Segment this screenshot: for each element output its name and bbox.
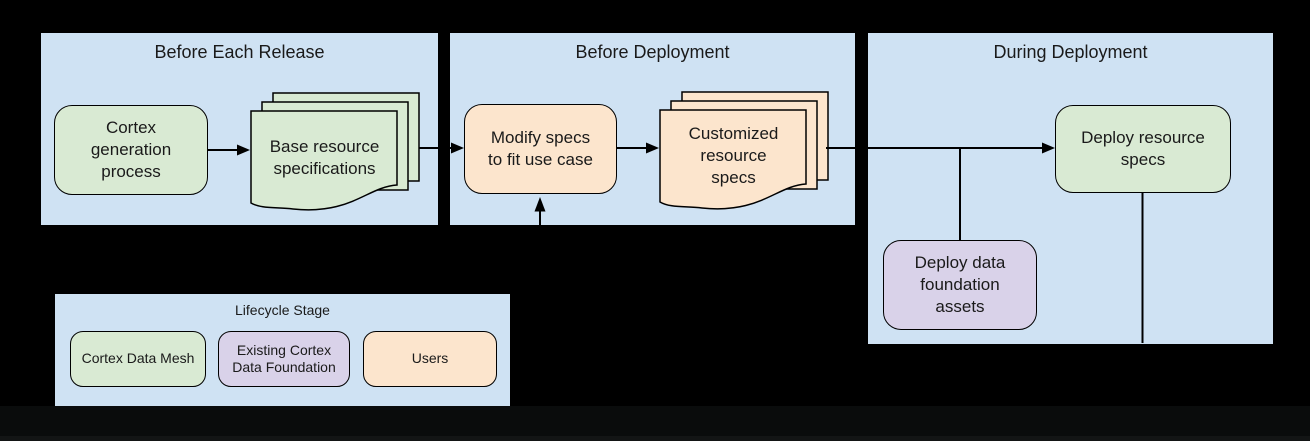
legend-item-existing-cortex-data-foundation: Existing Cortex Data Foundation — [218, 331, 350, 387]
node-deploy-resource-specs: Deploy resource specs — [1055, 105, 1231, 193]
legend-lifecycle-stage: Lifecycle Stage Cortex Data Mesh Existin… — [55, 294, 510, 406]
legend-title: Lifecycle Stage — [235, 302, 330, 318]
node-label: Modify specs to fit use case — [488, 127, 593, 169]
node-label: Base resource specifications — [269, 136, 380, 178]
node-cortex-generation-process: Cortex generation process — [54, 105, 208, 195]
bottom-edge-strip — [0, 436, 1310, 441]
legend-item-cortex-data-mesh: Cortex Data Mesh — [70, 331, 206, 387]
legend-item-label: Existing Cortex Data Foundation — [232, 341, 336, 376]
node-label: Customized resource specs — [688, 123, 779, 188]
panel-title-before-each-release: Before Each Release — [154, 42, 325, 62]
legend-item-label: Cortex Data Mesh — [81, 350, 195, 367]
doc-label-base-resource-specifications: Base resource specifications — [253, 115, 396, 201]
panel-title-during-deployment: During Deployment — [993, 42, 1148, 62]
node-label: Deploy data foundation assets — [914, 252, 1006, 317]
legend-item-label: Users — [411, 350, 449, 367]
doc-label-customized-resource-specs: Customized resource specs — [662, 113, 805, 199]
legend-item-users: Users — [363, 331, 497, 387]
panel-title-before-deployment: Before Deployment — [575, 42, 730, 62]
node-label: Deploy resource specs — [1081, 127, 1205, 169]
node-deploy-data-foundation-assets: Deploy data foundation assets — [883, 240, 1037, 330]
node-modify-specs-to-fit-use-case: Modify specs to fit use case — [464, 104, 617, 194]
node-label: Cortex generation process — [90, 117, 172, 182]
bottom-strip — [0, 406, 1310, 436]
